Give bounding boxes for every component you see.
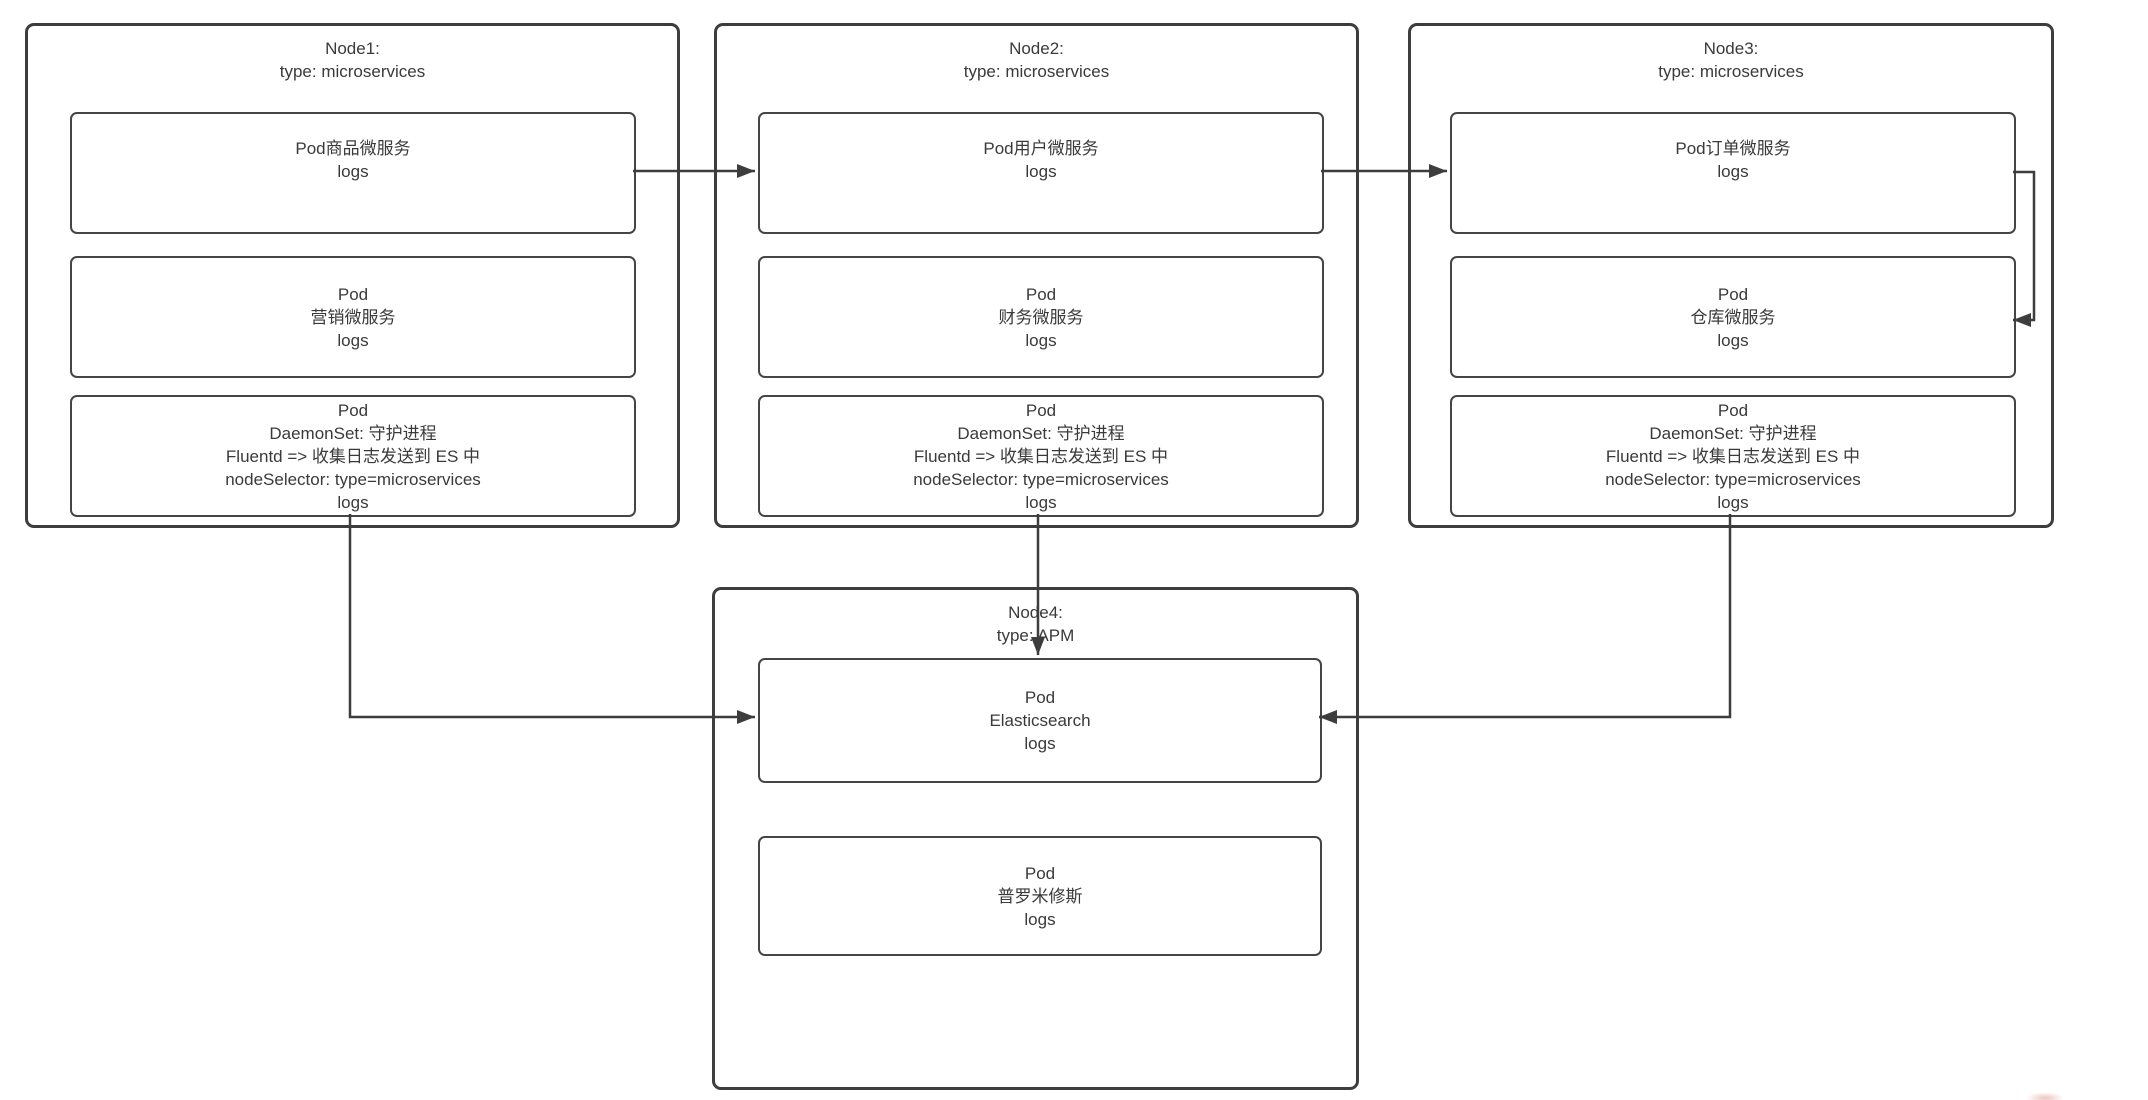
node4-subtitle: type: APM [996, 626, 1075, 645]
node2-subtitle: type: microservices [963, 62, 1110, 81]
node2-pod-user-box: Pod用户微服务 logs [758, 112, 1324, 234]
pod-line: Pod [1025, 400, 1057, 420]
node4-pod-prometheus-box: Pod 普罗米修斯 logs [758, 836, 1322, 956]
pod-line: nodeSelector: type=microservices [225, 469, 481, 489]
node3-pod-warehouse-box: Pod 仓库微服务 logs [1450, 256, 2016, 378]
pod-line: Fluentd => 收集日志发送到 ES 中 [225, 446, 481, 466]
pod-line: DaemonSet: 守护进程 [957, 423, 1125, 443]
pod-line: logs [337, 330, 369, 350]
node2-box: Node2: type: microservices Pod用户微服务 logs… [714, 23, 1359, 528]
pod-line: 财务微服务 [998, 307, 1084, 327]
node3-label: Node3: type: microservices [1411, 37, 2051, 83]
pod-line: Pod [337, 400, 369, 420]
node1-title: Node1: [325, 39, 380, 58]
node1-pod-product-box: Pod商品微服务 logs [70, 112, 636, 234]
pod-line: Pod [337, 284, 369, 304]
node1-box: Node1: type: microservices Pod商品微服务 logs… [25, 23, 680, 528]
node2-pod-daemonset-box: Pod DaemonSet: 守护进程 Fluentd => 收集日志发送到 E… [758, 395, 1324, 517]
pod-line: 普罗米修斯 [997, 886, 1083, 906]
node3-title: Node3: [1703, 39, 1759, 58]
pod-line: DaemonSet: 守护进程 [269, 423, 437, 443]
node4-pod-elasticsearch-box: Pod Elasticsearch logs [758, 658, 1322, 783]
pod-line: nodeSelector: type=microservices [1605, 469, 1861, 489]
pod-line: logs [1717, 162, 1749, 181]
pod-line: Pod [1717, 400, 1749, 420]
node4-label: Node4: type: APM [715, 601, 1356, 647]
node2-label: Node2: type: microservices [717, 37, 1356, 83]
node2-title: Node2: [1009, 39, 1064, 58]
edge-node3-daemonset-to-elasticsearch-arrow [1319, 514, 1732, 724]
pod-line: logs [1024, 909, 1056, 929]
pod-line: logs [337, 162, 369, 181]
pod-line: Pod订单微服务 [1675, 139, 1791, 158]
pod-line: nodeSelector: type=microservices [913, 469, 1169, 489]
pod-line: Pod用户微服务 [983, 139, 1099, 158]
node3-box: Node3: type: microservices Pod订单微服务 logs… [1408, 23, 2054, 528]
pod-line: Pod [1717, 284, 1749, 304]
pod-line: 仓库微服务 [1690, 307, 1776, 327]
node4-title: Node4: [1008, 603, 1063, 622]
pod-line: 营销微服务 [310, 307, 396, 327]
pod-line: Pod [1024, 863, 1056, 883]
pod-line: Pod商品微服务 [295, 139, 411, 158]
node3-subtitle: type: microservices [1658, 62, 1804, 81]
pod-line: Fluentd => 收集日志发送到 ES 中 [1605, 446, 1861, 466]
node2-pod-finance-box: Pod 财务微服务 logs [758, 256, 1324, 378]
node4-box: Node4: type: APM Pod Elasticsearch logs … [712, 587, 1359, 1090]
artifact-smudge [2026, 1092, 2064, 1100]
pod-line: logs [1024, 734, 1056, 753]
pod-line: logs [337, 492, 369, 512]
pod-line: DaemonSet: 守护进程 [1649, 423, 1817, 443]
node3-pod-order-box: Pod订单微服务 logs [1450, 112, 2016, 234]
pod-line: logs [1717, 330, 1749, 350]
pod-line: logs [1025, 330, 1057, 350]
pod-line: Pod [1024, 688, 1056, 707]
node3-pod-daemonset-box: Pod DaemonSet: 守护进程 Fluentd => 收集日志发送到 E… [1450, 395, 2016, 517]
pod-line: logs [1717, 492, 1749, 512]
pod-line: logs [1025, 162, 1057, 181]
node1-pod-daemonset-box: Pod DaemonSet: 守护进程 Fluentd => 收集日志发送到 E… [70, 395, 636, 517]
edge-node1-daemonset-to-elasticsearch-arrow [348, 514, 755, 724]
node1-label: Node1: type: microservices [28, 37, 677, 83]
node1-subtitle: type: microservices [279, 62, 426, 81]
pod-line: logs [1025, 492, 1057, 512]
pod-line: Pod [1025, 284, 1057, 304]
pod-line: Elasticsearch [989, 711, 1091, 730]
node1-pod-marketing-box: Pod 营销微服务 logs [70, 256, 636, 378]
pod-line: Fluentd => 收集日志发送到 ES 中 [913, 446, 1169, 466]
